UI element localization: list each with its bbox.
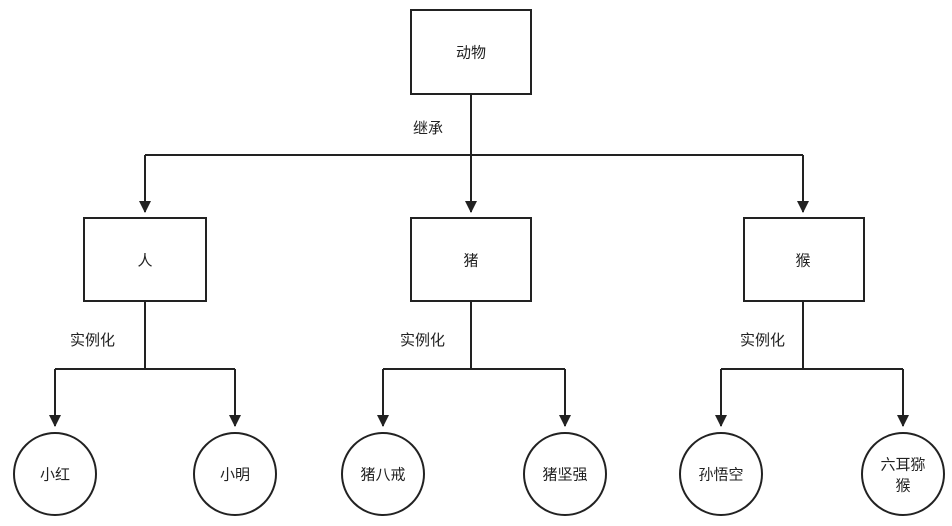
node-instance-1-0[interactable]: 猪八戒 bbox=[341, 432, 425, 516]
node-class-0-label: 人 bbox=[137, 252, 152, 270]
node-instance-0-1-circle bbox=[193, 432, 277, 516]
node-instance-1-1-label: 猪坚强 bbox=[542, 466, 587, 484]
node-root-box bbox=[410, 9, 532, 95]
node-instance-1-1[interactable]: 猪坚强 bbox=[523, 432, 607, 516]
node-root-label: 动物 bbox=[456, 44, 486, 62]
node-class-1-box bbox=[410, 217, 532, 302]
node-class-1-label: 猪 bbox=[463, 252, 478, 270]
node-instance-1-0-label: 猪八戒 bbox=[360, 466, 405, 484]
node-class-2[interactable]: 猴 bbox=[743, 217, 865, 302]
node-instance-2-0-label: 孙悟空 bbox=[698, 466, 743, 484]
node-root[interactable]: 动物 bbox=[410, 9, 532, 95]
node-class-2-label: 猴 bbox=[795, 252, 810, 270]
node-instance-1-1-circle bbox=[523, 432, 607, 516]
inheritance-edges bbox=[139, 94, 809, 213]
node-instance-0-0[interactable]: 小红 bbox=[13, 432, 97, 516]
node-class-1[interactable]: 猪 bbox=[410, 217, 532, 302]
node-instance-0-0-circle bbox=[13, 432, 97, 516]
edge-label-instantiation-2: 实例化 bbox=[740, 331, 785, 349]
node-class-0[interactable]: 人 bbox=[83, 217, 207, 302]
instantiation-edges bbox=[49, 301, 909, 427]
node-instance-0-0-label: 小红 bbox=[40, 466, 70, 484]
edge-label-instantiation-0: 实例化 bbox=[70, 331, 115, 349]
edge-label-inheritance: 继承 bbox=[413, 119, 443, 137]
edge-label-instantiation-1: 实例化 bbox=[400, 331, 445, 349]
node-class-0-box bbox=[83, 217, 207, 302]
node-instance-0-1-label: 小明 bbox=[220, 466, 250, 484]
node-instance-2-1-circle bbox=[861, 432, 945, 516]
node-class-2-box bbox=[743, 217, 865, 302]
node-instance-0-1[interactable]: 小明 bbox=[193, 432, 277, 516]
node-instance-2-1-label-line2: 猴 bbox=[895, 477, 910, 495]
node-instance-2-0[interactable]: 孙悟空 bbox=[679, 432, 763, 516]
node-instance-2-0-circle bbox=[679, 432, 763, 516]
node-instance-2-1[interactable]: 六耳猕 猴 bbox=[861, 432, 945, 516]
node-instance-2-1-label-line1: 六耳猕 bbox=[880, 456, 925, 474]
node-instance-1-0-circle bbox=[341, 432, 425, 516]
